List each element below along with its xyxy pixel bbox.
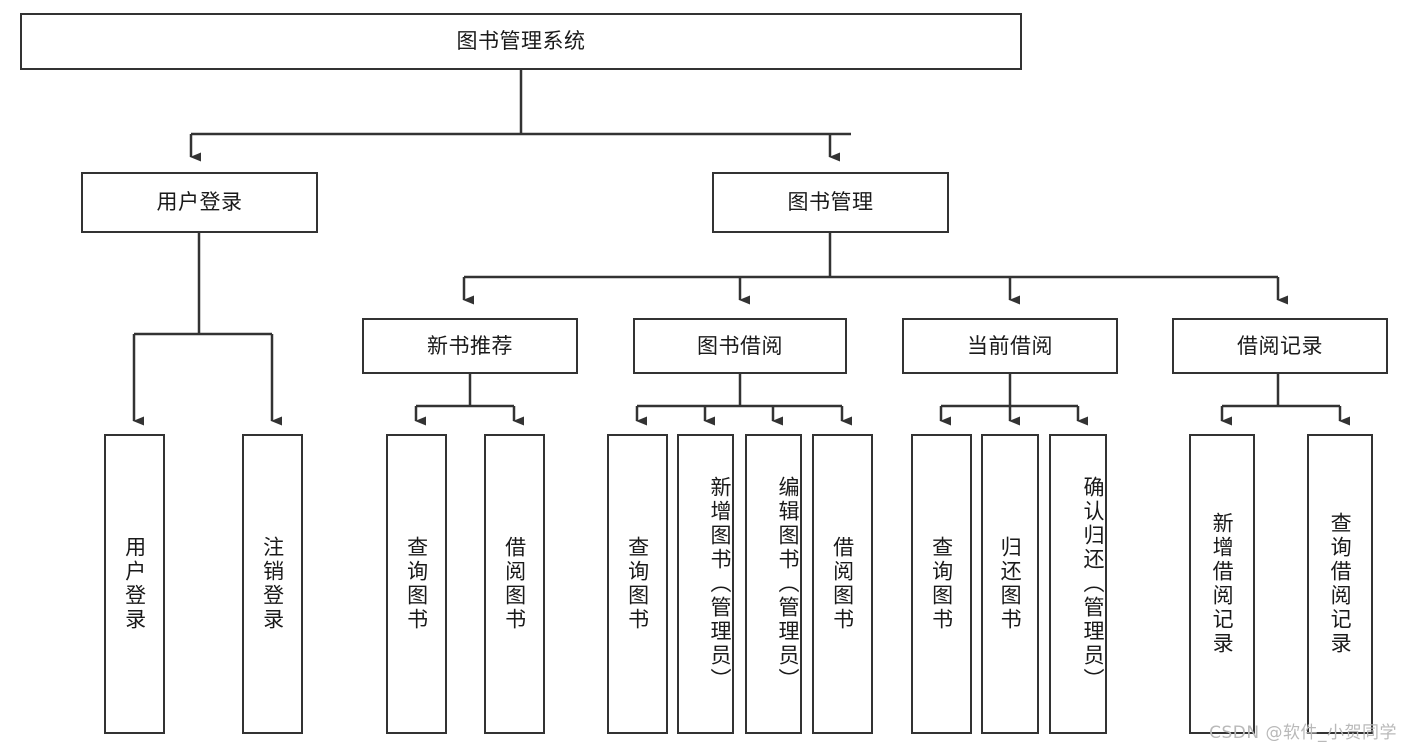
node-borrow-record-label: 借阅记录 (1237, 333, 1323, 358)
leaf-label: 新增图书（管理员） (708, 476, 732, 692)
leaf-borrow-record-query[interactable]: 查询借阅记录 (1307, 434, 1373, 734)
leaf-book-borrow-borrow[interactable]: 借阅图书 (812, 434, 873, 734)
leaf-label: 查询图书 (929, 536, 954, 632)
node-current-borrow[interactable]: 当前借阅 (902, 318, 1118, 374)
leaf-new-book-borrow[interactable]: 借阅图书 (484, 434, 545, 734)
node-current-borrow-label: 当前借阅 (967, 333, 1053, 358)
leaf-user-login-logout[interactable]: 注销登录 (242, 434, 303, 734)
node-new-book-recommend[interactable]: 新书推荐 (362, 318, 578, 374)
leaf-book-borrow-edit[interactable]: 编辑图书（管理员） (745, 434, 802, 734)
node-user-login[interactable]: 用户登录 (81, 172, 318, 233)
csdn-watermark: CSDN @软件_小贺同学 (1209, 723, 1397, 743)
leaf-user-login-login[interactable]: 用户登录 (104, 434, 165, 734)
leaf-label: 借阅图书 (502, 536, 527, 632)
node-book-borrow[interactable]: 图书借阅 (633, 318, 847, 374)
node-book-borrow-label: 图书借阅 (697, 333, 783, 358)
node-new-book-recommend-label: 新书推荐 (427, 333, 513, 358)
leaf-label: 注销登录 (260, 536, 285, 632)
node-book-management[interactable]: 图书管理 (712, 172, 949, 233)
leaf-borrow-record-add[interactable]: 新增借阅记录 (1189, 434, 1255, 734)
node-user-login-label: 用户登录 (156, 190, 243, 215)
leaf-label: 新增借阅记录 (1210, 512, 1235, 656)
leaf-book-borrow-query[interactable]: 查询图书 (607, 434, 668, 734)
node-book-management-label: 图书管理 (787, 190, 874, 215)
leaf-new-book-query[interactable]: 查询图书 (386, 434, 447, 734)
leaf-label: 用户登录 (122, 536, 147, 632)
node-root-label: 图书管理系统 (456, 29, 586, 54)
leaf-current-borrow-return[interactable]: 归还图书 (981, 434, 1039, 734)
leaf-label: 查询图书 (404, 536, 429, 632)
leaf-current-borrow-query[interactable]: 查询图书 (911, 434, 972, 734)
leaf-book-borrow-add[interactable]: 新增图书（管理员） (677, 434, 734, 734)
leaf-label: 查询借阅记录 (1328, 512, 1353, 656)
node-borrow-record[interactable]: 借阅记录 (1172, 318, 1388, 374)
node-root[interactable]: 图书管理系统 (20, 13, 1022, 70)
leaf-current-borrow-confirm-return[interactable]: 确认归还（管理员） (1049, 434, 1107, 734)
leaf-label: 归还图书 (998, 536, 1023, 632)
leaf-label: 确认归还（管理员） (1081, 476, 1105, 692)
leaf-label: 查询图书 (625, 536, 650, 632)
leaf-label: 借阅图书 (830, 536, 855, 632)
leaf-label: 编辑图书（管理员） (776, 476, 800, 692)
